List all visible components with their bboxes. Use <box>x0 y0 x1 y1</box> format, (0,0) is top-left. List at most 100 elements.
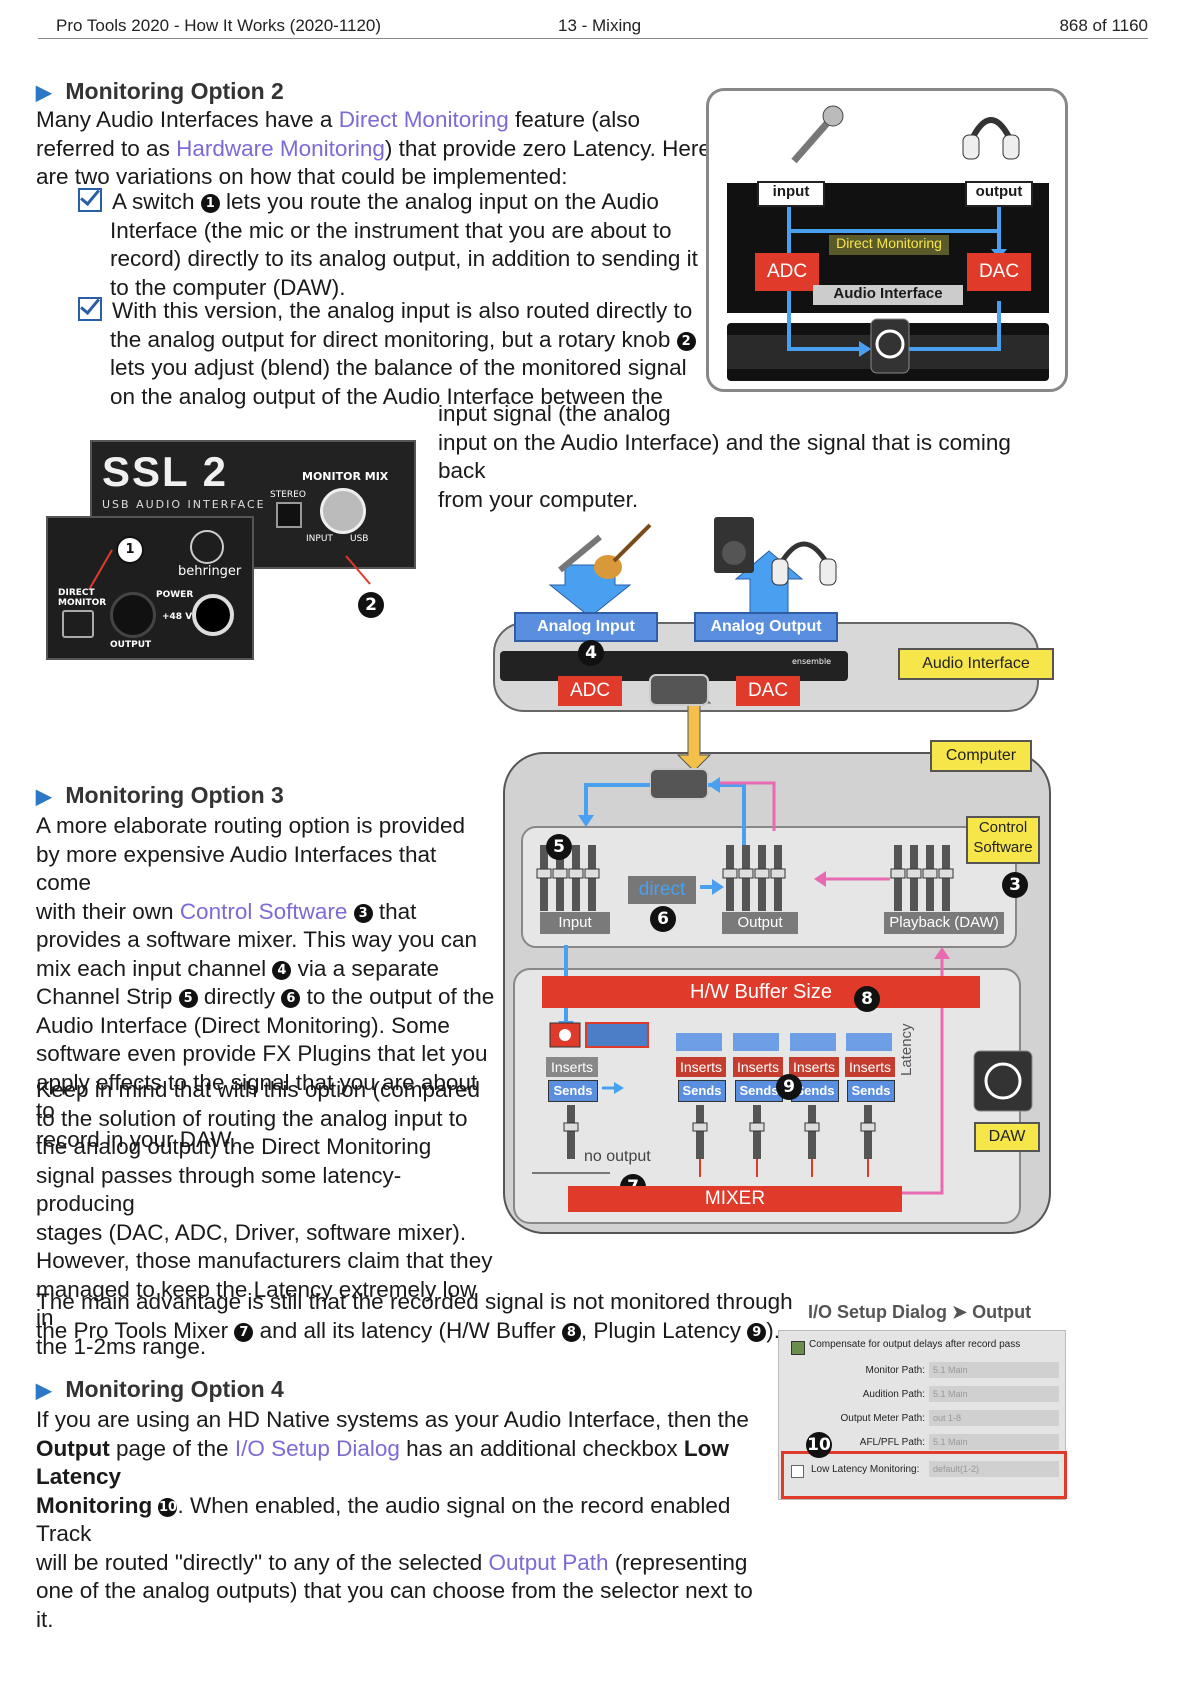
io-setup-link[interactable]: I/O Setup Dialog <box>234 1435 400 1461</box>
section-title-option4: ▶Monitoring Option 4 <box>36 1376 284 1402</box>
triangle-icon: ▶ <box>36 82 52 104</box>
afl-path-label: AFL/PFL Path: <box>859 1437 925 1448</box>
analog-input-label: Analog Input <box>514 612 658 642</box>
stereo-label: STEREO <box>270 490 306 500</box>
output-knob <box>110 592 156 638</box>
audio-interface-label: Audio Interface <box>813 285 963 305</box>
option3-paragraph2: Keep in mind that with this option (comp… <box>36 1077 493 1359</box>
sends-label-track1: Sends <box>678 1080 726 1102</box>
section-title-option2: ▶Monitoring Option 2 <box>36 78 284 104</box>
usb-label: USB <box>350 534 369 544</box>
checkbox-icon <box>78 188 102 212</box>
adc-block: ADC <box>755 253 819 291</box>
phantom-label: +48 V <box>162 612 193 622</box>
callout-3: 3 <box>1002 872 1028 898</box>
hardware-monitoring-link[interactable]: Hardware Monitoring <box>176 135 385 161</box>
audition-path-label: Audition Path: <box>862 1389 925 1400</box>
audition-path-select[interactable]: 5.1 Main <box>929 1386 1059 1402</box>
direct-monitoring-link[interactable]: Direct Monitoring <box>338 107 509 132</box>
option3-paragraph3: The main advantage is still that the rec… <box>36 1289 793 1343</box>
afl-path-select[interactable]: 5.1 Main <box>929 1434 1059 1450</box>
playback-channel-label: Playback (DAW) <box>884 912 1004 934</box>
behringer-emblem-icon <box>190 530 224 564</box>
triangle-icon: ▶ <box>36 1380 52 1402</box>
ssl2-subtitle: USB AUDIO INTERFACE <box>102 498 266 511</box>
monitor-mix-knob <box>320 488 366 534</box>
callout-5: 5 <box>546 834 572 860</box>
control-software-link[interactable]: Control Software <box>179 898 348 924</box>
low-latency-highlight <box>781 1451 1067 1499</box>
direct-monitor-switch <box>62 610 94 638</box>
header-left: Pro Tools 2020 - How It Works (2020-1120… <box>56 16 382 35</box>
number-10-icon: 10 <box>158 1497 178 1517</box>
direct-monitoring-diagram: input output Direct Monitoring ADC DAC A… <box>706 88 1068 392</box>
input-label: input <box>757 181 825 207</box>
compensate-checkbox[interactable] <box>791 1341 805 1355</box>
microphone-icon <box>791 105 844 164</box>
output-channel-label: Output <box>722 912 798 934</box>
dac-block: DAC <box>967 253 1031 291</box>
monitor-path-select[interactable]: 5.1 Main <box>929 1362 1059 1378</box>
daw-tag: DAW <box>974 1122 1040 1152</box>
meter-path-select[interactable]: out 1-8 <box>929 1410 1059 1426</box>
hw-buffer-bar: H/W Buffer Size <box>542 976 980 1008</box>
headphone-jack-icon <box>192 594 234 636</box>
low-latency-label: Low Latency Monitoring: <box>811 1464 920 1475</box>
latency-label: Latency <box>898 1023 915 1076</box>
monitor-path-label: Monitor Path: <box>865 1365 925 1376</box>
behringer-logo: behringer <box>178 564 242 579</box>
output-label: output <box>965 181 1033 207</box>
callout-4: 4 <box>578 640 604 666</box>
output-path-link[interactable]: Output Path <box>488 1549 609 1575</box>
callout-6: 6 <box>650 906 676 932</box>
section-title-option3: ▶Monitoring Option 3 <box>36 782 284 808</box>
analog-output-label: Analog Output <box>694 612 838 642</box>
inserts-label-track3: Inserts <box>789 1057 839 1077</box>
sends-label-track4: Sends <box>847 1080 895 1102</box>
triangle-icon: ▶ <box>36 786 52 808</box>
callout-8: 8 <box>854 986 880 1012</box>
callout-arrows <box>89 549 371 589</box>
compensate-label: Compensate for output delays after recor… <box>809 1339 1021 1350</box>
power-label: POWER <box>156 590 194 600</box>
behringer-device-image: behringer DIRECT MONITOR OUTPUT POWER +4… <box>46 516 254 660</box>
callout-9: 9 <box>776 1074 802 1100</box>
direct-monitoring-label: Direct Monitoring <box>829 235 949 255</box>
io-setup-caption: I/O Setup Dialog ➤ Output <box>808 1302 1032 1322</box>
number-8-icon: 8 <box>561 1322 581 1342</box>
callout-1: 1 <box>116 536 144 564</box>
callout-2: 2 <box>358 592 384 618</box>
callout-10: 10 <box>806 1432 832 1458</box>
option2-bullet2: With this version, the analog input is a… <box>78 297 718 411</box>
mixer-bar: MIXER <box>568 1186 902 1212</box>
page-header: Pro Tools 2020 - How It Works (2020-1120… <box>38 14 1148 39</box>
dac-block: DAC <box>736 676 800 706</box>
monitor-mix-label: MONITOR MIX <box>302 470 389 483</box>
number-5-icon: 5 <box>178 989 198 1008</box>
low-latency-select[interactable]: default(1-2) <box>929 1461 1059 1477</box>
checkbox-icon <box>78 297 102 321</box>
option2-bullet2-tail: input signal (the analog input on the Au… <box>438 401 1011 512</box>
low-latency-checkbox[interactable] <box>791 1465 804 1478</box>
number-6-icon: 6 <box>281 989 301 1008</box>
header-right: 868 of 1160 <box>1059 16 1148 35</box>
io-setup-dialog: Compensate for output delays after recor… <box>778 1330 1067 1500</box>
no-output-label: no output <box>584 1148 651 1165</box>
meter-path-label: Output Meter Path: <box>840 1413 926 1424</box>
inserts-label-track2: Inserts <box>733 1057 783 1077</box>
inserts-label-input: Inserts <box>546 1057 598 1077</box>
option2-bullet1: A switch 1 lets you route the analog inp… <box>78 188 718 302</box>
number-2-icon: 2 <box>676 331 696 351</box>
header-center: 13 - Mixing <box>558 16 642 35</box>
stereo-button <box>276 502 302 528</box>
number-3-icon: 3 <box>353 903 373 923</box>
inserts-label-track1: Inserts <box>676 1057 726 1077</box>
sends-label-track2: Sends <box>735 1080 783 1102</box>
number-4-icon: 4 <box>272 960 292 980</box>
option3-paragraph1: A more elaborate routing option is provi… <box>36 813 495 1152</box>
direct-monitor-label: DIRECT MONITOR <box>58 588 107 608</box>
computer-tag: Computer <box>930 740 1032 772</box>
sends-label-input: Sends <box>548 1080 598 1102</box>
input-label: INPUT <box>306 534 333 544</box>
output-label: OUTPUT <box>110 640 152 650</box>
